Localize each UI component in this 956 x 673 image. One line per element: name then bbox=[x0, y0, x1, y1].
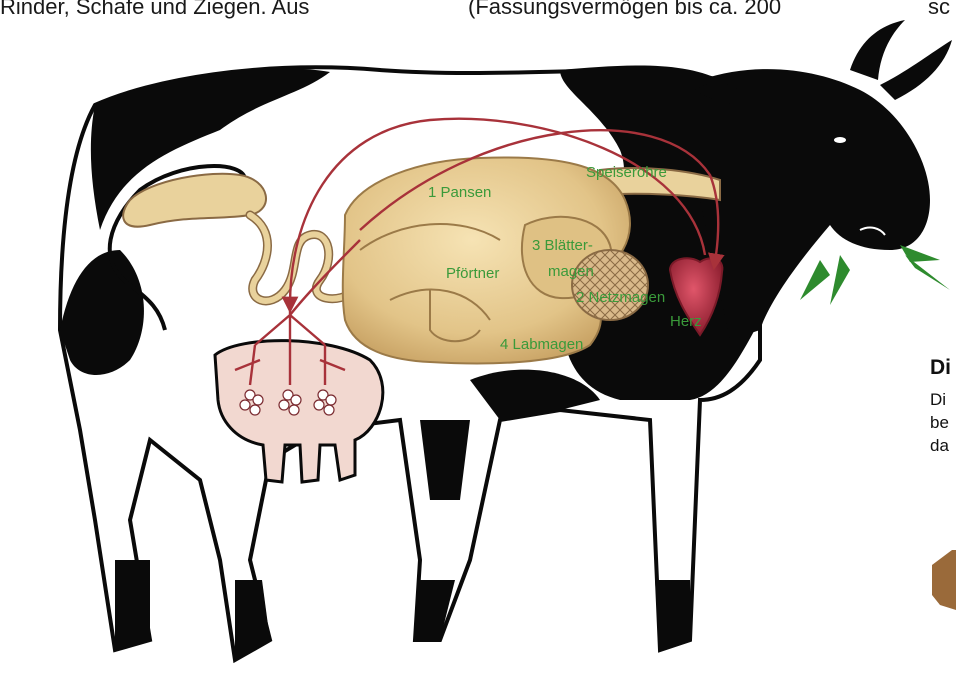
label-pansen: 1 Pansen bbox=[428, 184, 491, 201]
side-text-line-3: da bbox=[930, 436, 949, 456]
side-text-line-1: Di bbox=[930, 390, 946, 410]
label-blaettermagen-1: 3 Blätter- bbox=[532, 237, 593, 254]
side-heading: Di bbox=[930, 356, 951, 380]
side-text-line-2: be bbox=[930, 413, 949, 433]
corner-box-image bbox=[932, 550, 956, 610]
label-speiseroehre: Speiseröhre bbox=[586, 164, 667, 181]
label-herz: Herz bbox=[670, 313, 702, 330]
grass-in-mouth bbox=[800, 245, 950, 305]
label-blaettermagen-2: magen bbox=[548, 263, 594, 280]
label-labmagen: 4 Labmagen bbox=[500, 336, 583, 353]
label-netzmagen: 2 Netzmagen bbox=[576, 289, 665, 306]
label-pfoertner: Pförtner bbox=[446, 265, 499, 282]
